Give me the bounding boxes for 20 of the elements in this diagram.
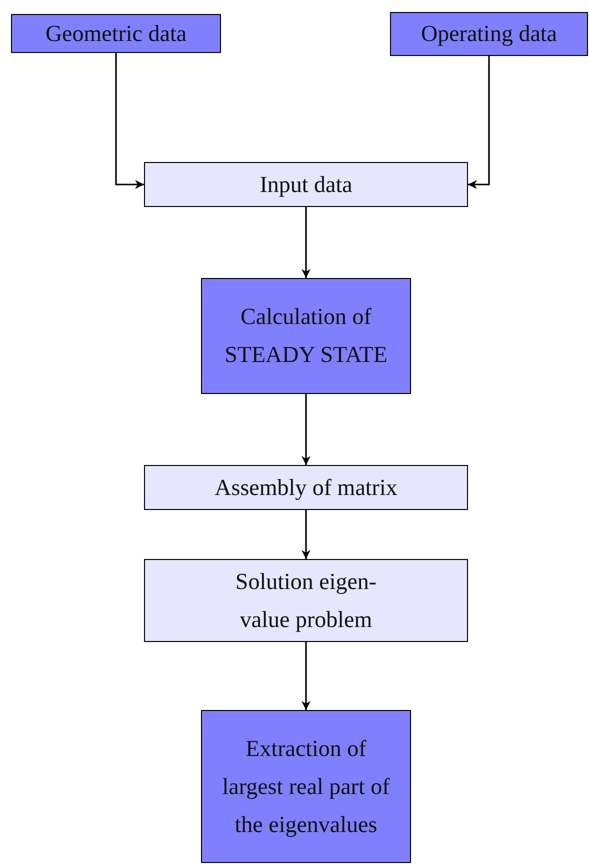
process-box: [144, 465, 468, 510]
arrow: [468, 56, 490, 189]
box-label: Solution eigen- value problem: [234, 568, 378, 634]
box-label: Geometric data: [45, 20, 187, 48]
box-label: Assembly of matrix: [214, 474, 398, 502]
arrow: [302, 642, 310, 710]
box-label: Extraction of largest real part of the eigenvalues: [221, 734, 391, 839]
process-box: [144, 559, 468, 642]
process-box: [201, 278, 411, 394]
box-label: Input data: [260, 170, 352, 199]
arrow: [302, 207, 310, 278]
box-label: Operating data: [420, 20, 558, 48]
arrow: [302, 510, 310, 559]
box-label: Calculation of STEADY STATE: [224, 303, 388, 369]
process-box: [201, 710, 411, 863]
process-box: [144, 162, 468, 207]
arrow: [302, 394, 310, 465]
process-box: [11, 14, 221, 53]
process-box: [390, 12, 588, 56]
arrow: [115, 53, 144, 189]
